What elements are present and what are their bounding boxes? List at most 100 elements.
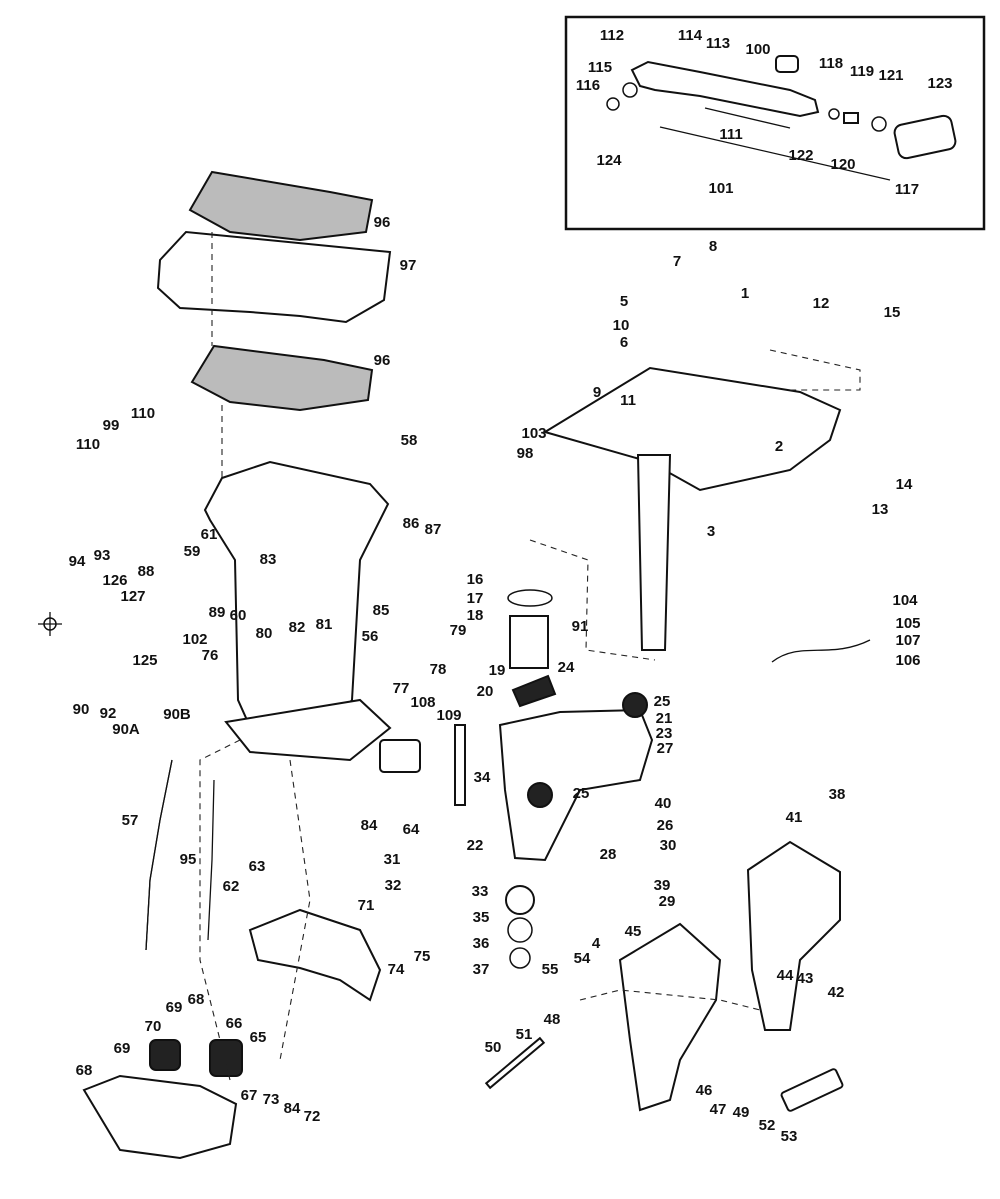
callout-label: 62 <box>223 878 240 895</box>
thrust-plate-25-b <box>527 782 553 808</box>
swivel-bracket-frame <box>542 366 842 492</box>
callout-label: 124 <box>596 152 622 169</box>
callout-label: 10 <box>613 317 630 334</box>
trim-plate-52 <box>780 1068 844 1112</box>
assembly-line-f <box>579 989 761 1011</box>
callout-label: 52 <box>759 1117 776 1134</box>
callout-label: 114 <box>678 27 703 44</box>
callout-label: 121 <box>878 67 903 84</box>
ring-16 <box>507 589 553 607</box>
callout-label: 4 <box>592 935 601 952</box>
callout-label: 87 <box>425 521 442 538</box>
callout-label: 48 <box>544 1011 561 1028</box>
callout-label: 96 <box>374 352 391 369</box>
bushing-17 <box>509 615 549 669</box>
callout-label: 40 <box>655 795 672 812</box>
callout-label: 80 <box>256 625 273 642</box>
assembly-line-d <box>279 759 311 1061</box>
callout-label: 79 <box>450 622 467 639</box>
callout-label: 71 <box>358 897 375 914</box>
callout-label: 61 <box>201 526 218 543</box>
callout-label: 111 <box>719 126 742 143</box>
callout-label: 27 <box>657 740 674 757</box>
callout-label: 57 <box>122 812 139 829</box>
callout-label: 113 <box>706 35 730 52</box>
callout-label: 91 <box>572 618 589 635</box>
callout-label: 95 <box>180 851 197 868</box>
callout-label: 28 <box>600 846 617 863</box>
callout-label: 21 <box>656 710 673 727</box>
callout-label: 84 <box>361 817 378 834</box>
callout-label: 69 <box>166 999 183 1016</box>
callout-label: 49 <box>733 1104 750 1121</box>
assembly-line-a <box>211 232 223 478</box>
shift-rod <box>704 107 791 129</box>
callout-label: 18 <box>467 607 484 624</box>
callout-label: 101 <box>708 180 733 197</box>
callout-label: 31 <box>384 851 401 868</box>
callout-label: 8 <box>709 238 717 255</box>
callout-label: 90 <box>73 701 90 718</box>
callout-label: 102 <box>182 631 207 648</box>
callout-label: 36 <box>473 935 490 952</box>
callout-label: 53 <box>781 1128 798 1145</box>
callout-label: 63 <box>249 858 266 875</box>
callout-label: 100 <box>745 41 770 58</box>
tiller-block <box>775 55 799 73</box>
callout-label: 9 <box>593 384 601 401</box>
tiller-ring <box>871 116 887 132</box>
callout-label: 43 <box>797 970 814 987</box>
callout-label: 20 <box>477 683 494 700</box>
callout-label: 68 <box>76 1062 93 1079</box>
ground-wire <box>771 639 871 663</box>
callout-label: 125 <box>132 652 157 669</box>
callout-label: 25 <box>654 693 671 710</box>
callout-label: 59 <box>184 543 201 560</box>
callout-label: 118 <box>819 55 843 72</box>
tiller-washer <box>622 82 638 98</box>
callout-label: 12 <box>813 295 830 312</box>
callout-label: 75 <box>414 948 431 965</box>
callout-label: 65 <box>250 1029 267 1046</box>
assembly-line-e <box>769 349 861 391</box>
callout-label: 120 <box>830 156 855 173</box>
callout-label: 97 <box>400 257 417 274</box>
callout-label: 96 <box>374 214 391 231</box>
callout-label: 35 <box>473 909 490 926</box>
callout-label: 45 <box>625 923 642 940</box>
callout-label: 47 <box>710 1101 727 1118</box>
callout-label: 85 <box>373 602 390 619</box>
callout-label: 39 <box>654 877 671 894</box>
callout-label: 24 <box>558 659 575 676</box>
callout-label: 104 <box>892 592 918 609</box>
callout-label: 105 <box>895 615 920 632</box>
swivel-housing-21 <box>498 708 654 862</box>
callout-label: 58 <box>401 432 418 449</box>
callout-label: 90A <box>112 721 140 738</box>
callout-label: 5 <box>620 293 628 310</box>
callout-label: 70 <box>145 1018 162 1035</box>
callout-label: 1 <box>741 285 749 302</box>
rod-95 <box>207 779 215 941</box>
callout-label: 13 <box>872 501 889 518</box>
lower-cowl-71 <box>248 908 382 1002</box>
callout-label: 90B <box>163 706 191 723</box>
callout-label: 69 <box>114 1040 131 1057</box>
mount-20 <box>511 674 557 708</box>
callout-label: 38 <box>829 786 846 803</box>
callout-label: 110 <box>76 436 100 453</box>
callout-label: 106 <box>895 652 920 669</box>
water-tube-57-inner <box>145 759 173 951</box>
bracket-108 <box>379 739 421 773</box>
callout-label: 81 <box>316 616 333 633</box>
tiller-handle-inset <box>564 15 986 231</box>
callout-label: 64 <box>403 821 420 838</box>
callout-label: 72 <box>304 1108 321 1125</box>
clamp-bracket-45 <box>618 922 722 1112</box>
reference-crosshair-icon <box>38 612 62 636</box>
callout-label: 60 <box>230 607 247 624</box>
housing-lower-plate <box>224 698 392 762</box>
callout-label: 82 <box>289 619 306 636</box>
callout-label: 56 <box>362 628 379 645</box>
